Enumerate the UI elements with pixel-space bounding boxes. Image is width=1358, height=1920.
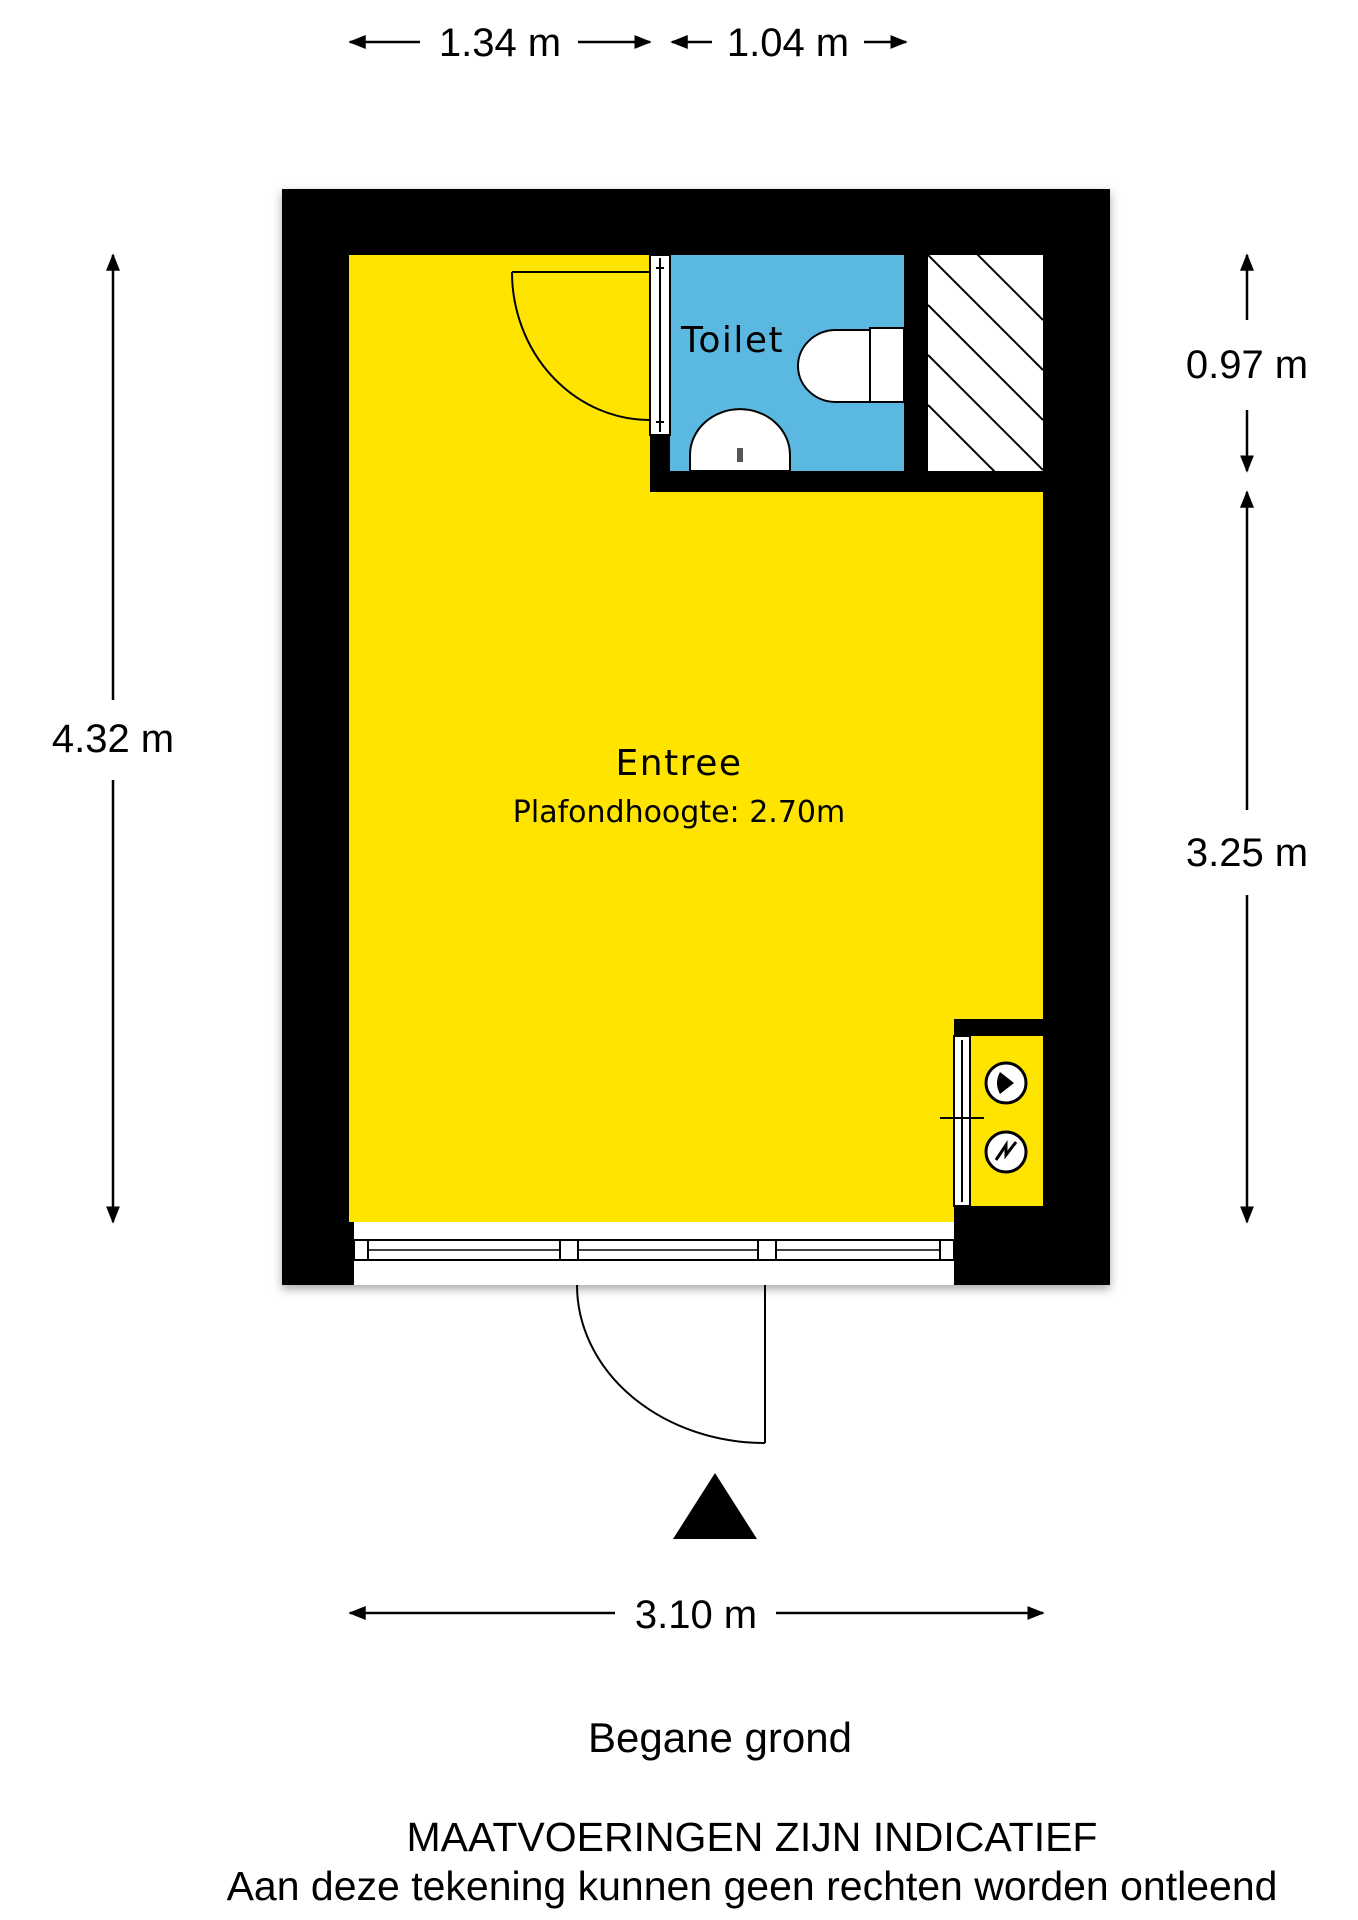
front-window xyxy=(353,1222,955,1285)
dimension-top-right: 1.04 m xyxy=(670,21,908,65)
dimension-top-right-label: 1.04 m xyxy=(727,21,849,65)
entree-floor xyxy=(349,255,1043,1222)
toilet-bowl-icon xyxy=(797,327,905,403)
entrance-arrow-icon xyxy=(673,1473,757,1539)
front-door[interactable] xyxy=(576,1284,766,1444)
dimension-bottom-label: 3.10 m xyxy=(635,1593,757,1637)
toilet-door[interactable] xyxy=(511,254,671,436)
disclaimer-text: Aan deze tekening kunnen geen rechten wo… xyxy=(227,1863,1278,1909)
floor-name: Begane grond xyxy=(588,1714,852,1761)
ceiling-height-label: Plafondhoogte: 2.70m xyxy=(513,795,845,830)
dimension-right-upper: 0.97 m xyxy=(1186,253,1308,473)
electric-meter-icon xyxy=(984,1130,1028,1174)
shaft xyxy=(928,255,1043,471)
entree-label: Entree xyxy=(616,743,743,784)
sink-icon xyxy=(689,408,791,472)
water-meter-icon xyxy=(984,1061,1028,1105)
dimension-top-left-label: 1.34 m xyxy=(439,21,561,65)
meter-cupboard xyxy=(940,1019,1043,1222)
dimension-right-lower: 3.25 m xyxy=(1186,490,1308,1224)
dimension-top-left: 1.34 m xyxy=(348,21,652,65)
dimension-bottom: 3.10 m xyxy=(348,1593,1045,1637)
disclaimer-title: MAATVOERINGEN ZIJN INDICATIEF xyxy=(407,1814,1098,1860)
dimension-left: 4.32 m xyxy=(52,253,174,1224)
toilet-label: Toilet xyxy=(680,320,784,361)
dimension-right-lower-label: 3.25 m xyxy=(1186,831,1308,875)
dimension-right-upper-label: 0.97 m xyxy=(1186,343,1308,387)
dimension-left-label: 4.32 m xyxy=(52,717,174,761)
